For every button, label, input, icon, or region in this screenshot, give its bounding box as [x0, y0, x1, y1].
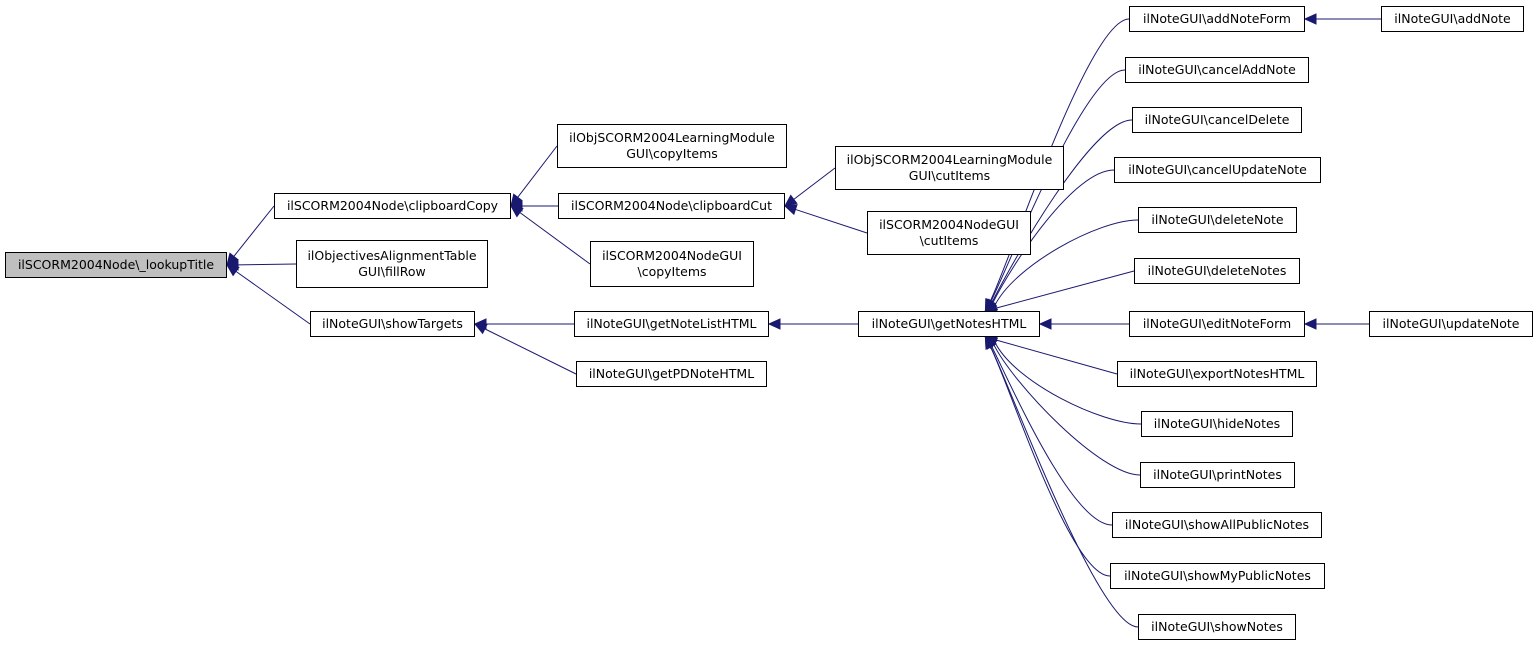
- edge-hideNotes-to-getNotesHTML: [994, 342, 1142, 425]
- node-label: ilObjectivesAlignmentTable: [307, 248, 477, 263]
- edge-cancelDelete-to-getNotesHTML: [991, 119, 1133, 303]
- arrowhead-nodeGuiCutItems-to-clipboardCut: [783, 204, 798, 216]
- edge-clipboardCopy-to-lookupTitle: [233, 205, 275, 257]
- node-show-targets[interactable]: ilNoteGUI\showTargets: [310, 311, 475, 337]
- node-label: ilNoteGUI\showNotes: [1151, 619, 1283, 634]
- edge-objAlignFillRow-to-lookupTitle: [237, 263, 297, 266]
- arrowhead-getPDNoteHTML-to-showTargets: [473, 323, 488, 335]
- node-lookup-title: ilSCORM2004Node\_lookupTitle: [5, 252, 227, 278]
- edge-addNoteForm-to-getNotesHTML: [989, 18, 1130, 302]
- node-label: ilNoteGUI\deleteNotes: [1147, 263, 1287, 278]
- node-add-note[interactable]: ilNoteGUI\addNote: [1381, 6, 1524, 32]
- arrowhead-addNote-to-addNoteForm: [1303, 13, 1317, 25]
- node-label: ilSCORM2004Node\clipboardCopy: [286, 198, 499, 213]
- node-cancel-delete[interactable]: ilNoteGUI\cancelDelete: [1132, 107, 1302, 133]
- arrowhead-showTargets-to-lookupTitle: [226, 264, 240, 277]
- node-label: ilObjSCORM2004LearningModule: [846, 152, 1053, 167]
- node-label: ilSCORM2004Node\_lookupTitle: [17, 257, 215, 272]
- node-show-my-public-notes[interactable]: ilNoteGUI\showMyPublicNotes: [1110, 563, 1325, 589]
- node-label: \copyItems: [637, 264, 707, 279]
- node-clipboard-copy[interactable]: ilSCORM2004Node\clipboardCopy: [274, 193, 511, 219]
- node-cancel-update-note[interactable]: ilNoteGUI\cancelUpdateNote: [1114, 157, 1321, 183]
- edge-lmCopyItems-to-clipboardCopy: [517, 145, 558, 198]
- node-label: GUI\fillRow: [358, 264, 426, 279]
- node-clipboard-cut[interactable]: ilSCORM2004Node\clipboardCut: [558, 193, 785, 219]
- node-label: ilSCORM2004NodeGUI: [879, 217, 1019, 232]
- node-label: ilObjSCORM2004LearningModule: [569, 130, 775, 145]
- arrowhead-updateNote-to-editNoteForm: [1303, 318, 1317, 330]
- node-label: ilNoteGUI\hideNotes: [1153, 416, 1281, 431]
- node-delete-note[interactable]: ilNoteGUI\deleteNote: [1138, 207, 1297, 233]
- edge-getPDNoteHTML-to-showTargets: [484, 328, 577, 375]
- node-label: ilNoteGUI\editNoteForm: [1142, 316, 1292, 331]
- node-label: ilSCORM2004Node\clipboardCut: [571, 198, 772, 213]
- node-label: ilNoteGUI\updateNote: [1382, 316, 1520, 331]
- edge-nodeGuiCutItems-to-clipboardCut: [795, 208, 868, 234]
- arrowhead-getNotesHTML-to-getNoteListHTML: [767, 318, 781, 330]
- node-label: ilNoteGUI\cancelDelete: [1144, 112, 1290, 127]
- node-export-notes-html[interactable]: ilNoteGUI\exportNotesHTML: [1117, 361, 1317, 387]
- node-label: \cutItems: [919, 233, 979, 248]
- edge-cancelUpdateNote-to-getNotesHTML: [992, 169, 1115, 304]
- arrowhead-editNoteForm-to-getNotesHTML: [1038, 318, 1052, 330]
- node-label: ilNoteGUI\cancelUpdateNote: [1128, 162, 1307, 177]
- node-edit-note-form[interactable]: ilNoteGUI\editNoteForm: [1129, 311, 1305, 337]
- node-label: GUI\copyItems: [626, 146, 718, 161]
- edge-printNotes-to-getNotesHTML: [993, 344, 1141, 476]
- node-update-note[interactable]: ilNoteGUI\updateNote: [1369, 311, 1533, 337]
- node-label: ilNoteGUI\getNotesHTML: [871, 316, 1027, 331]
- edge-showTargets-to-lookupTitle: [235, 270, 311, 325]
- node-label: ilNoteGUI\showAllPublicNotes: [1124, 517, 1310, 532]
- edge-lmCutItems-to-clipboardCut: [793, 167, 836, 200]
- node-show-notes[interactable]: ilNoteGUI\showNotes: [1138, 614, 1296, 640]
- node-hide-notes[interactable]: ilNoteGUI\hideNotes: [1141, 411, 1293, 437]
- node-nodegui-copy-items[interactable]: ilSCORM2004NodeGUI\copyItems: [590, 241, 754, 287]
- arrowhead-nodeGuiCopyItems-to-clipboardCopy: [510, 205, 524, 218]
- arrowhead-lmCutItems-to-clipboardCut: [784, 194, 798, 207]
- node-label: ilNoteGUI\getPDNoteHTML: [588, 366, 755, 381]
- node-nodegui-cut-items[interactable]: ilSCORM2004NodeGUI\cutItems: [867, 211, 1031, 255]
- node-label: ilNoteGUI\addNoteForm: [1143, 11, 1291, 26]
- node-show-all-public-notes[interactable]: ilNoteGUI\showAllPublicNotes: [1112, 512, 1322, 538]
- node-cancel-add-note[interactable]: ilNoteGUI\cancelAddNote: [1125, 57, 1309, 83]
- node-label: ilNoteGUI\showMyPublicNotes: [1124, 568, 1311, 583]
- node-get-note-list-html[interactable]: ilNoteGUI\getNoteListHTML: [574, 311, 769, 337]
- node-add-note-form[interactable]: ilNoteGUI\addNoteForm: [1129, 6, 1305, 32]
- node-label: ilNoteGUI\deleteNote: [1151, 212, 1284, 227]
- node-label: ilSCORM2004NodeGUI: [602, 248, 742, 263]
- node-label: ilNoteGUI\showTargets: [322, 316, 463, 331]
- node-label: ilNoteGUI\getNoteListHTML: [586, 316, 757, 331]
- node-print-notes[interactable]: ilNoteGUI\printNotes: [1140, 462, 1295, 488]
- edge-showNotes-to-getNotesHTML: [990, 346, 1139, 628]
- node-get-pd-note-html[interactable]: ilNoteGUI\getPDNoteHTML: [576, 361, 767, 387]
- edge-deleteNote-to-getNotesHTML: [994, 219, 1139, 306]
- node-label: ilNoteGUI\exportNotesHTML: [1129, 366, 1305, 381]
- edge-showAllPublicNotes-to-getNotesHTML: [991, 345, 1113, 526]
- edge-nodeGuiCopyItems-to-clipboardCopy: [519, 212, 591, 265]
- node-get-notes-html[interactable]: ilNoteGUI\getNotesHTML: [858, 311, 1040, 337]
- node-label: ilNoteGUI\cancelAddNote: [1138, 62, 1296, 77]
- edge-deleteNotes-to-getNotesHTML: [995, 270, 1135, 309]
- edge-exportNotesHTML-to-getNotesHTML: [995, 339, 1118, 375]
- node-label: GUI\cutItems: [908, 168, 991, 183]
- node-label: ilNoteGUI\printNotes: [1153, 467, 1282, 482]
- arrowhead-showNotes-to-getNotesHTML: [984, 335, 996, 350]
- node-label: ilNoteGUI\addNote: [1394, 11, 1511, 26]
- node-delete-notes[interactable]: ilNoteGUI\deleteNotes: [1134, 258, 1300, 284]
